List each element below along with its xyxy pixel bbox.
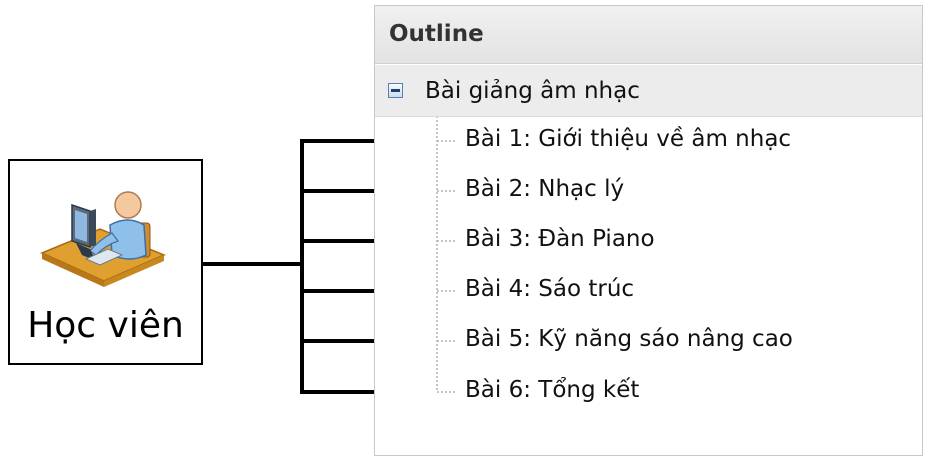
- outline-lesson-6[interactable]: Bài 6: Tổng kết: [465, 377, 640, 403]
- outline-title: Outline: [389, 21, 484, 47]
- outline-lesson-1[interactable]: Bài 1: Giới thiệu về âm nhạc: [465, 126, 792, 152]
- outline-root-label: Bài giảng âm nhạc: [425, 78, 640, 104]
- outline-lesson-5[interactable]: Bài 5: Kỹ năng sáo nâng cao: [465, 326, 793, 352]
- user-at-computer-icon: [40, 191, 166, 287]
- outline-lesson-4[interactable]: Bài 4: Sáo trúc: [465, 276, 635, 302]
- tree-lines: [394, 66, 457, 393]
- student-label: Học viên: [27, 305, 184, 346]
- collapse-minus-icon[interactable]: [388, 83, 403, 98]
- student-box: Học viên: [8, 159, 203, 365]
- outline-root-row[interactable]: Bài giảng âm nhạc: [375, 65, 922, 117]
- outline-panel: Outline Bài giảng âm nhạc Bài 1: Giới th…: [374, 5, 923, 456]
- outline-header: Outline: [375, 6, 922, 64]
- outline-lesson-3[interactable]: Bài 3: Đàn Piano: [465, 226, 655, 252]
- outline-lesson-2[interactable]: Bài 2: Nhạc lý: [465, 176, 625, 202]
